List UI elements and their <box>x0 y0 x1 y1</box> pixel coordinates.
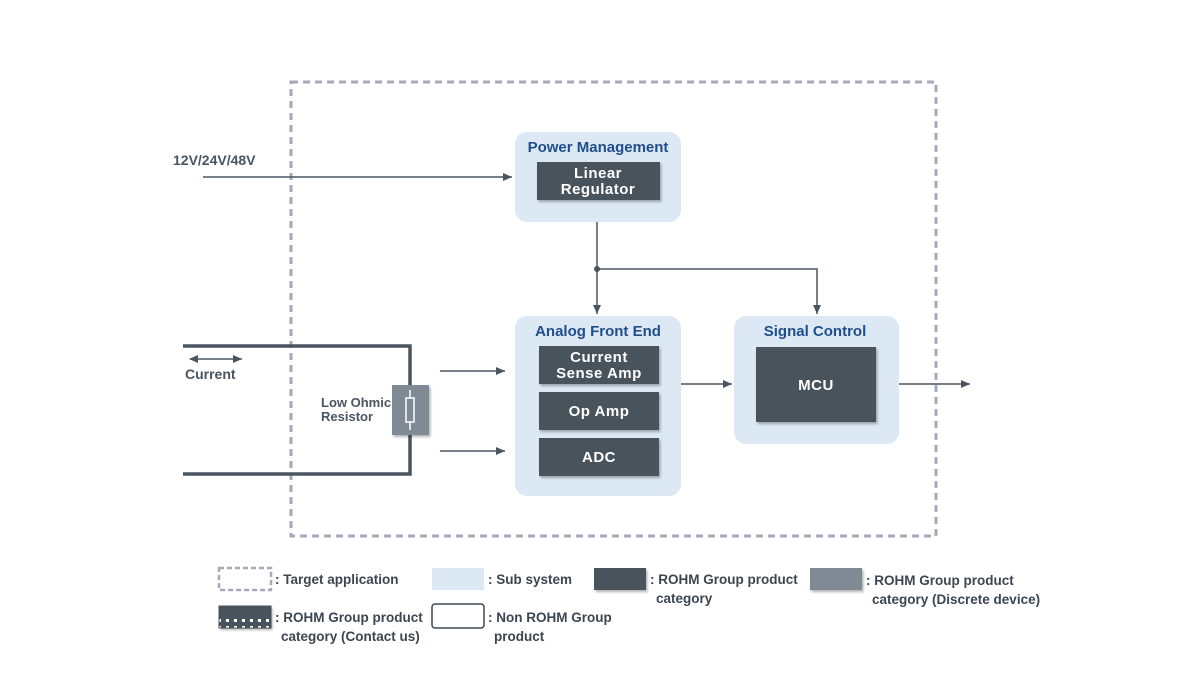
linear-regulator-label-line1: Linear <box>574 165 622 182</box>
low-ohmic-resistor[interactable] <box>392 385 429 435</box>
mcu-label: MCU <box>798 377 834 394</box>
legend-rohm-product-line1: : ROHM Group product <box>650 572 798 587</box>
linear-regulator-label-line2: Regulator <box>561 181 636 198</box>
target-application-boundary <box>289 80 938 538</box>
legend: : Target application : Sub system : ROHM… <box>217 566 1040 644</box>
signal-control-title: Signal Control <box>764 323 867 340</box>
current-sense-amp-label-line2: Sense Amp <box>556 365 642 382</box>
linear-regulator-block[interactable]: Linear Regulator <box>537 162 660 200</box>
signal-control-subsystem: Signal Control MCU <box>734 316 899 444</box>
legend-non-rohm: : Non ROHM Group product <box>431 603 612 644</box>
op-amp-label: Op Amp <box>569 403 630 420</box>
legend-non-rohm-line2: product <box>494 629 545 644</box>
adc-label: ADC <box>582 449 616 466</box>
legend-non-rohm-line1: : Non ROHM Group <box>488 610 612 625</box>
legend-swatch-subsystem <box>432 568 484 590</box>
current-sense-amp-label-line1: Current <box>570 349 628 366</box>
legend-rohm-contact: : ROHM Group product category (Contact u… <box>218 605 423 644</box>
legend-swatch-rohm-discrete <box>810 568 862 590</box>
power-management-subsystem: Power Management Linear Regulator <box>515 132 681 222</box>
legend-rohm-discrete-line1: : ROHM Group product <box>866 573 1014 588</box>
legend-rohm-product: : ROHM Group product category <box>594 568 798 606</box>
legend-sub-system: : Sub system <box>432 568 572 590</box>
current-loop-bottom <box>183 435 412 476</box>
legend-swatch-target <box>217 566 273 592</box>
legend-swatch-rohm-contact <box>219 606 271 628</box>
regulator-to-mcu-wire <box>597 268 821 314</box>
adc-block[interactable]: ADC <box>539 438 659 476</box>
current-sense-amp-block[interactable]: Current Sense Amp <box>539 346 659 384</box>
legend-rohm-discrete: : ROHM Group product category (Discrete … <box>810 568 1040 607</box>
analog-front-end-title: Analog Front End <box>535 323 661 340</box>
legend-rohm-contact-line2: category (Contact us) <box>281 629 420 644</box>
legend-target-application-label: : Target application <box>275 572 399 587</box>
resistor-label-line2: Resistor <box>321 409 373 424</box>
legend-rohm-product-line2: category <box>656 591 713 606</box>
legend-swatch-rohm-product <box>594 568 646 590</box>
legend-target-application: : Target application <box>217 566 399 592</box>
legend-rohm-contact-line1: : ROHM Group product <box>275 610 423 625</box>
analog-front-end-subsystem: Analog Front End Current Sense Amp Op Am… <box>515 316 681 496</box>
mcu-block[interactable]: MCU <box>756 347 876 422</box>
current-loop-top <box>183 344 412 385</box>
legend-swatch-non-rohm <box>431 603 485 629</box>
resistor-label-line1: Low Ohmic <box>321 395 391 410</box>
legend-sub-system-label: : Sub system <box>488 572 572 587</box>
voltage-label: 12V/24V/48V <box>173 152 256 168</box>
current-label: Current <box>185 366 236 382</box>
power-management-title: Power Management <box>528 139 669 156</box>
op-amp-block[interactable]: Op Amp <box>539 392 659 430</box>
legend-rohm-discrete-line2: category (Discrete device) <box>872 592 1040 607</box>
